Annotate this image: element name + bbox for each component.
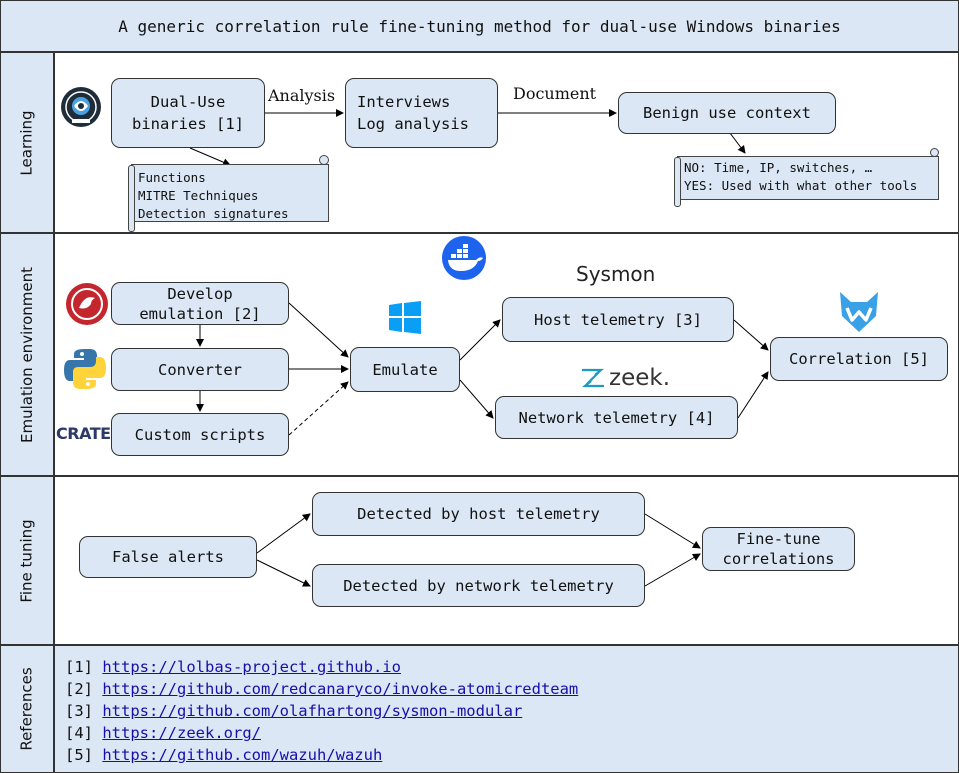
scroll-curl-icon: [319, 155, 329, 165]
fine-tune-correlations-box: Fine-tune correlations: [702, 527, 855, 571]
zeek-logo-text: zeek.: [609, 365, 671, 391]
finetune-line2: correlations: [722, 550, 835, 568]
sysmon-logo: Sysmon: [576, 262, 656, 286]
develop-line1: Develop: [167, 284, 233, 303]
detected-network-box: Detected by network telemetry: [312, 564, 645, 607]
network-telemetry-box: Network telemetry [4]: [495, 396, 738, 439]
benign-use-context-box: Benign use context: [618, 92, 836, 134]
dual-use-line1: Dual-Use: [150, 93, 226, 111]
wazuh-logo-icon: [836, 290, 882, 334]
note-line: MITRE Techniques: [138, 188, 259, 203]
interviews-line1: Interviews: [357, 93, 451, 111]
host-telemetry-box: Host telemetry [3]: [502, 297, 734, 342]
edge-scripts-emulate: [288, 381, 349, 436]
reference-number: [3]: [65, 702, 93, 720]
edge-emulate-network: [459, 379, 494, 419]
edge-network-correlation: [737, 371, 769, 419]
custom-scripts-box: Custom scripts: [111, 413, 289, 456]
notes-benign: NO: Time, IP, switches, … YES: Used with…: [677, 156, 939, 200]
edge-false-host: [256, 513, 311, 554]
section-label-learning: Learning: [0, 52, 54, 233]
reference-item: [5] https://github.com/wazuh/wazuh: [65, 744, 948, 766]
reference-link[interactable]: https://zeek.org/: [102, 724, 261, 742]
emulate-box: Emulate: [350, 347, 460, 392]
zeek-z-icon: [581, 368, 605, 388]
edge-label-analysis: Analysis: [268, 86, 336, 105]
docker-logo-icon: [441, 235, 487, 281]
crate-logo: CRATE: [56, 424, 111, 443]
edge-host-finetune: [644, 513, 701, 549]
edge-label-document: Document: [513, 84, 597, 103]
dual-use-binaries-box: Dual-Use binaries [1]: [111, 78, 265, 148]
reference-number: [2]: [65, 680, 93, 698]
scroll-curl-icon: [128, 165, 135, 232]
red-canary-logo-icon: [65, 282, 109, 326]
finetune-line1: Fine-tune: [736, 530, 821, 548]
reference-link[interactable]: https://lolbas-project.github.io: [102, 658, 401, 676]
reference-number: [4]: [65, 724, 93, 742]
note-line: NO: Time, IP, switches, …: [684, 160, 873, 175]
note-line: Functions: [138, 170, 206, 185]
interviews-box: Interviews Log analysis: [345, 78, 498, 148]
reference-link[interactable]: https://github.com/wazuh/wazuh: [102, 746, 383, 764]
reference-link[interactable]: https://github.com/olafhartong/sysmon-mo…: [102, 702, 523, 720]
references-list: [1] https://lolbas-project.github.io [2]…: [54, 645, 959, 773]
windows-logo-icon: [389, 301, 421, 334]
python-logo-icon: [63, 347, 107, 391]
scroll-curl-icon: [674, 157, 681, 207]
section-label-emulation: Emulation environment: [0, 233, 54, 476]
reference-number: [1]: [65, 658, 93, 676]
note-line: YES: Used with what other tools: [684, 178, 918, 193]
reference-item: [4] https://zeek.org/: [65, 722, 948, 744]
detected-host-box: Detected by host telemetry: [312, 492, 645, 536]
dual-use-line2: binaries [1]: [132, 115, 244, 133]
reference-item: [3] https://github.com/olafhartong/sysmo…: [65, 700, 948, 722]
edge-emulate-host: [459, 319, 501, 361]
section-label-fine-tuning: Fine tuning: [0, 476, 54, 645]
interviews-line2: Log analysis: [357, 115, 469, 133]
edge-false-network: [256, 559, 311, 587]
edge-develop-emulate: [288, 302, 349, 358]
notes-dual-use: Functions MITRE Techniques Detection sig…: [131, 164, 329, 222]
correlation-box: Correlation [5]: [770, 337, 948, 381]
false-alerts-box: False alerts: [79, 536, 257, 578]
reference-item: [1] https://lolbas-project.github.io: [65, 656, 948, 678]
reference-number: [5]: [65, 746, 93, 764]
develop-line2: emulation [2]: [139, 304, 261, 323]
edge-host-correlation: [733, 319, 769, 351]
scroll-curl-icon: [930, 148, 939, 157]
edge-dualuse-notes: [189, 147, 231, 166]
zeek-logo: zeek.: [579, 363, 670, 393]
edge-benign-notes: [729, 132, 746, 154]
note-line: Detection signatures: [138, 206, 289, 221]
converter-box: Converter: [111, 348, 289, 391]
edge-network-finetune: [644, 553, 701, 587]
lolbas-logo-icon: [60, 86, 102, 128]
develop-emulation-box: Develop emulation [2]: [111, 282, 289, 325]
diagram-title: A generic correlation rule fine-tuning m…: [0, 0, 959, 52]
reference-item: [2] https://github.com/redcanaryco/invok…: [65, 678, 948, 700]
reference-link[interactable]: https://github.com/redcanaryco/invoke-at…: [102, 680, 579, 698]
